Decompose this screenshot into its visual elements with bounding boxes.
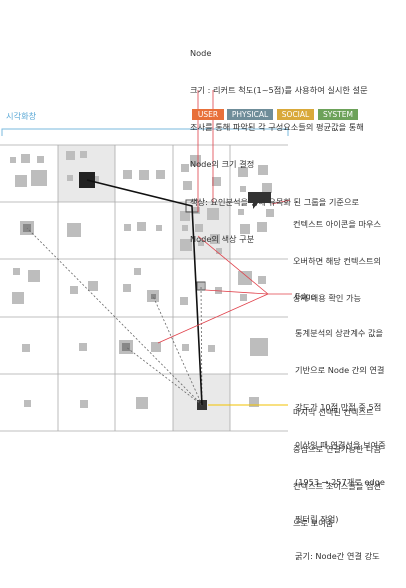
context-node[interactable] bbox=[190, 155, 201, 166]
context-node[interactable] bbox=[207, 208, 219, 220]
context-node[interactable] bbox=[137, 222, 146, 231]
candidate-dotted-lines bbox=[26, 227, 203, 406]
context-node[interactable] bbox=[250, 338, 268, 356]
context-node[interactable] bbox=[156, 225, 162, 231]
outlined-node[interactable] bbox=[196, 281, 206, 291]
context-node[interactable] bbox=[198, 240, 204, 246]
context-node[interactable] bbox=[67, 223, 81, 237]
context-node[interactable] bbox=[136, 397, 148, 409]
context-node[interactable] bbox=[124, 224, 131, 231]
legend-tag-social: SOCIAL bbox=[277, 109, 314, 120]
context-node[interactable] bbox=[80, 400, 88, 408]
context-node[interactable] bbox=[258, 276, 266, 284]
context-node[interactable] bbox=[180, 239, 192, 251]
context-node[interactable] bbox=[151, 342, 161, 352]
context-node[interactable] bbox=[123, 170, 132, 179]
context-node[interactable] bbox=[212, 177, 221, 186]
node-note-line: 조사를 통해 파악된 각 구성요소들의 평균값을 통해 bbox=[190, 122, 364, 133]
context-note: 컨텍스트 아이콘을 마우스 오버하면 해당 컨텍스트의 상세 내용 확인 가능 bbox=[293, 193, 381, 329]
context-note-line: 상세 내용 확인 가능 bbox=[293, 293, 362, 304]
context-node[interactable] bbox=[257, 222, 267, 232]
context-nodes bbox=[10, 151, 274, 409]
last-note-line: 중심으로 연결가능한 다음 bbox=[293, 444, 382, 455]
context-node[interactable] bbox=[21, 154, 30, 163]
context-node[interactable] bbox=[80, 151, 87, 158]
network-diagram bbox=[0, 90, 292, 432]
context-node[interactable] bbox=[12, 292, 24, 304]
context-node[interactable] bbox=[262, 183, 272, 193]
context-node[interactable] bbox=[266, 209, 274, 217]
context-node[interactable] bbox=[123, 284, 131, 292]
context-node[interactable] bbox=[258, 165, 268, 175]
legend-tag-user: USER bbox=[192, 109, 224, 120]
edge-note-title: Edge bbox=[295, 290, 316, 301]
context-node[interactable] bbox=[10, 157, 16, 163]
legend-tag-physical: PHYSICAL bbox=[227, 109, 273, 120]
context-node[interactable] bbox=[122, 343, 130, 351]
context-note-line: 오버하면 해당 컨텍스트의 bbox=[293, 256, 382, 267]
edge-note-line: 통계분석의 상관계수 값을 bbox=[295, 328, 384, 339]
context-node[interactable] bbox=[182, 225, 188, 231]
node-note-line: 색상: 요인분석을 통해 유목화 된 그룹을 기준으로 bbox=[190, 196, 360, 207]
context-node[interactable] bbox=[238, 209, 244, 215]
legend-tag-system: SYSTEM bbox=[318, 109, 358, 120]
context-node[interactable] bbox=[15, 175, 27, 187]
edge-note-line: 강도가 10점 만점 중 5점 bbox=[295, 402, 382, 413]
context-node[interactable] bbox=[182, 344, 189, 351]
context-node[interactable] bbox=[79, 343, 87, 351]
context-node[interactable] bbox=[37, 156, 44, 163]
node-note: Node 크기 : 리커트 척도(1~5점)를 사용하여 실시한 설문 조사를 … bbox=[190, 22, 368, 270]
context-node[interactable] bbox=[93, 176, 99, 182]
visualization-window-bracket bbox=[1, 128, 289, 136]
node-note-line: Node의 크기 결정 bbox=[190, 159, 255, 170]
last-note-line: 으로 보여줌 bbox=[293, 518, 334, 529]
context-node[interactable] bbox=[180, 297, 188, 305]
context-node[interactable] bbox=[216, 248, 222, 254]
context-node[interactable] bbox=[183, 181, 192, 190]
context-node[interactable] bbox=[134, 268, 141, 275]
context-node[interactable] bbox=[196, 282, 204, 290]
node-note-line: Node의 색상 구분 bbox=[190, 233, 255, 244]
context-node[interactable] bbox=[13, 268, 20, 275]
context-node[interactable] bbox=[70, 286, 78, 294]
context-node[interactable] bbox=[31, 170, 47, 186]
context-node[interactable] bbox=[151, 294, 156, 299]
context-node[interactable] bbox=[208, 345, 215, 352]
context-node[interactable] bbox=[139, 170, 149, 180]
context-node[interactable] bbox=[249, 397, 259, 407]
context-tooltip-icon bbox=[248, 192, 271, 209]
context-node[interactable] bbox=[238, 167, 248, 177]
last-note-line: 마지막 선택된 컨텍스트 bbox=[293, 406, 374, 417]
last-note-line: 컨텍스트 초이스들을 점선 bbox=[293, 481, 382, 492]
context-node[interactable] bbox=[240, 294, 247, 301]
selected-path bbox=[86, 179, 203, 406]
node-note-line: 크기 : 리커트 척도(1~5점)를 사용하여 실시한 설문 bbox=[190, 85, 368, 96]
context-node[interactable] bbox=[180, 211, 190, 221]
visualization-area-label: 시각화창 bbox=[6, 111, 37, 121]
visualization-figure: Node 크기 : 리커트 척도(1~5점)를 사용하여 실시한 설문 조사를 … bbox=[0, 22, 386, 561]
node-note-title: Node bbox=[190, 47, 212, 58]
last-selected-note: 마지막 선택된 컨텍스트 중심으로 연결가능한 다음 컨텍스트 초이스들을 점선… bbox=[293, 381, 381, 555]
context-node[interactable] bbox=[28, 270, 40, 282]
context-node[interactable] bbox=[238, 271, 252, 285]
context-node[interactable] bbox=[195, 224, 203, 232]
context-note-line: 컨텍스트 아이콘을 마우스 bbox=[293, 218, 382, 229]
context-node[interactable] bbox=[156, 170, 165, 179]
context-node[interactable] bbox=[193, 207, 200, 214]
context-node[interactable] bbox=[24, 400, 31, 407]
context-node[interactable] bbox=[240, 186, 246, 192]
context-node[interactable] bbox=[88, 281, 98, 291]
context-node[interactable] bbox=[210, 234, 220, 244]
edge-note-line: 기반으로 Node 간의 연결 bbox=[295, 365, 385, 376]
matrix-grid bbox=[0, 144, 288, 432]
context-node[interactable] bbox=[67, 175, 73, 181]
context-node[interactable] bbox=[22, 344, 30, 352]
context-node[interactable] bbox=[181, 164, 189, 172]
context-node[interactable] bbox=[66, 151, 75, 160]
context-node[interactable] bbox=[240, 224, 250, 234]
